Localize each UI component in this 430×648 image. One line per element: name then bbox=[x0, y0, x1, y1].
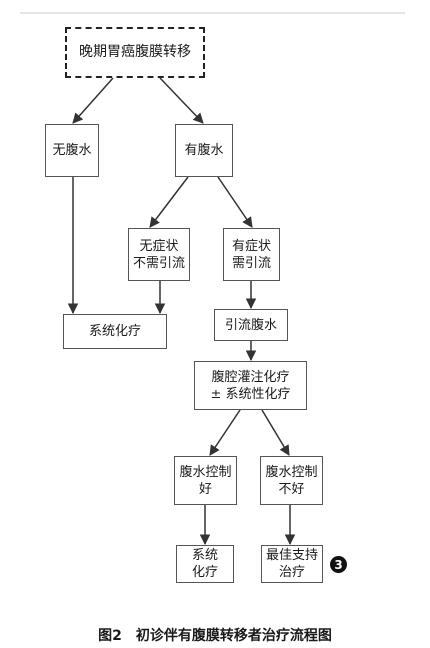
node-has-ascites: 有腹水 bbox=[175, 124, 233, 177]
node-label: 晚期胃癌腹膜转移 bbox=[79, 44, 191, 60]
arrow-root-to-has-ascites bbox=[159, 77, 204, 124]
node-ascites-drainage: 引流腹水 bbox=[214, 309, 288, 341]
node-intraperitoneal-chemotherapy: 腹腔灌注化疗 ± 系统性化疗 bbox=[194, 361, 307, 410]
node-label: 有症状 需引流 bbox=[231, 238, 271, 271]
node-advanced-gastric-peritoneal-metastasis: 晚期胃癌腹膜转移 bbox=[65, 27, 205, 78]
arrow-root-to-no-ascites bbox=[72, 77, 114, 124]
top-divider bbox=[20, 12, 405, 14]
figure-caption: 图2 初诊伴有腹膜转移者治疗流程图 bbox=[0, 625, 430, 645]
node-label: 系统化疗 bbox=[88, 324, 141, 339]
node-systemic-chemotherapy-2: 系统 化疗 bbox=[176, 545, 234, 583]
node-label: 系统 化疗 bbox=[191, 548, 218, 580]
node-label: 有腹水 bbox=[184, 143, 224, 158]
node-ascites-well-controlled: 腹水控制 好 bbox=[174, 456, 237, 505]
arrow-ip-chemo-to-uncontrolled bbox=[261, 409, 290, 456]
node-symptomatic-needs-drainage: 有症状 需引流 bbox=[223, 228, 280, 281]
node-best-supportive-care: 最佳支持 治疗 bbox=[261, 545, 323, 583]
node-label: 无症状 不需引流 bbox=[132, 238, 185, 271]
node-label: 最佳支持 治疗 bbox=[265, 548, 318, 580]
node-no-ascites: 无腹水 bbox=[45, 124, 99, 177]
node-label: 引流腹水 bbox=[224, 317, 277, 333]
arrow-has-ascites-to-symptomatic bbox=[217, 176, 253, 228]
figure-title: 初诊伴有腹膜转移者治疗流程图 bbox=[135, 628, 332, 644]
arrow-ip-chemo-to-controlled bbox=[209, 409, 241, 456]
node-systemic-chemotherapy: 系统化疗 bbox=[63, 314, 167, 349]
node-asymptomatic-no-drainage: 无症状 不需引流 bbox=[128, 228, 190, 281]
arrow-has-ascites-to-asymptomatic bbox=[149, 176, 189, 228]
figure-number: 图2 bbox=[98, 628, 122, 644]
node-label: 腹水控制 好 bbox=[179, 464, 232, 497]
node-label: 无腹水 bbox=[52, 143, 92, 158]
reference-number-badge: 3 bbox=[330, 556, 347, 573]
node-ascites-poorly-controlled: 腹水控制 不好 bbox=[260, 456, 323, 505]
node-label: 腹腔灌注化疗 ± 系统性化疗 bbox=[210, 369, 291, 402]
node-label: 腹水控制 不好 bbox=[265, 464, 318, 497]
